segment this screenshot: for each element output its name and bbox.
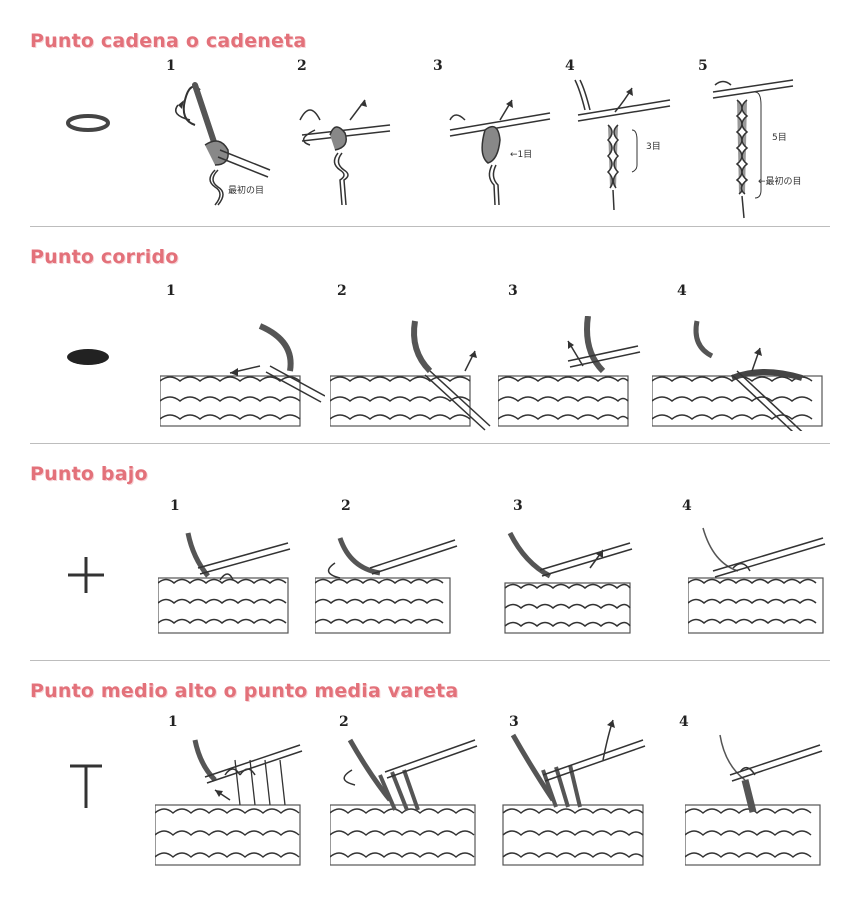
chain-step-4-illustration bbox=[574, 79, 671, 211]
step-number: 4 bbox=[682, 498, 692, 514]
step-number: 3 bbox=[433, 58, 443, 74]
section-slip-stitch: Punto corrido 1 2 3 4 bbox=[0, 246, 860, 441]
step-number: 4 bbox=[679, 714, 689, 730]
chain-step-2-illustration bbox=[299, 99, 391, 206]
slip-step-1-illustration bbox=[160, 323, 325, 427]
section-title: Punto corrido bbox=[30, 246, 179, 268]
first-stitch-label: ←最初の目 bbox=[758, 177, 802, 187]
chain-step-5-illustration bbox=[712, 79, 794, 219]
step-number: 3 bbox=[509, 714, 519, 730]
hdc-step-1-illustration bbox=[155, 739, 303, 866]
slip-step-4-illustration bbox=[652, 320, 823, 431]
step-number: 1 bbox=[166, 283, 176, 299]
sc-step-1-illustration bbox=[158, 532, 291, 634]
three-stitches-label: 3目 bbox=[646, 142, 661, 152]
plus-symbol bbox=[68, 557, 104, 593]
step-number: 4 bbox=[565, 58, 575, 74]
step-number: 2 bbox=[341, 498, 351, 514]
slip-step-2-illustration bbox=[330, 320, 491, 431]
one-stitch-label: ←1目 bbox=[510, 150, 533, 160]
t-symbol bbox=[70, 764, 102, 808]
step-number: 4 bbox=[677, 283, 687, 299]
section-title: Punto bajo bbox=[30, 463, 148, 485]
hdc-step-2-illustration bbox=[330, 738, 478, 866]
step-number: 2 bbox=[337, 283, 347, 299]
filled-oval-symbol bbox=[67, 349, 109, 365]
section-single-crochet: Punto bajo 1 2 3 4 bbox=[0, 463, 860, 658]
step-number: 5 bbox=[698, 58, 708, 74]
hdc-step-3-illustration bbox=[502, 719, 646, 866]
step-number: 1 bbox=[166, 58, 176, 74]
sc-step-4-illustration bbox=[688, 527, 826, 634]
chain-oval-symbol bbox=[66, 114, 110, 132]
chain-step-1-illustration bbox=[175, 82, 271, 206]
step-number: 3 bbox=[508, 283, 518, 299]
section-chain: Punto cadena o cadeneta 1 2 3 4 5 最初の目 bbox=[0, 30, 860, 230]
section-title: Punto medio alto o punto media vareta bbox=[30, 680, 459, 702]
sc-step-2-illustration bbox=[315, 537, 458, 634]
step-number: 1 bbox=[170, 498, 180, 514]
section-divider bbox=[30, 226, 830, 227]
slip-step-3-illustration bbox=[498, 316, 641, 427]
step-number: 2 bbox=[297, 58, 307, 74]
section-divider bbox=[30, 443, 830, 444]
five-stitches-label: 5目 bbox=[772, 133, 787, 143]
first-stitch-label: 最初の目 bbox=[228, 186, 265, 196]
step-number: 1 bbox=[168, 714, 178, 730]
step-number: 3 bbox=[513, 498, 523, 514]
chain-step-3-illustration bbox=[449, 99, 551, 206]
hdc-step-4-illustration bbox=[685, 734, 823, 866]
section-half-double-crochet: Punto medio alto o punto media vareta 1 … bbox=[0, 680, 860, 885]
section-divider bbox=[30, 660, 830, 661]
step-number: 2 bbox=[339, 714, 349, 730]
sc-step-3-illustration bbox=[504, 531, 633, 634]
section-title: Punto cadena o cadeneta bbox=[30, 30, 307, 52]
